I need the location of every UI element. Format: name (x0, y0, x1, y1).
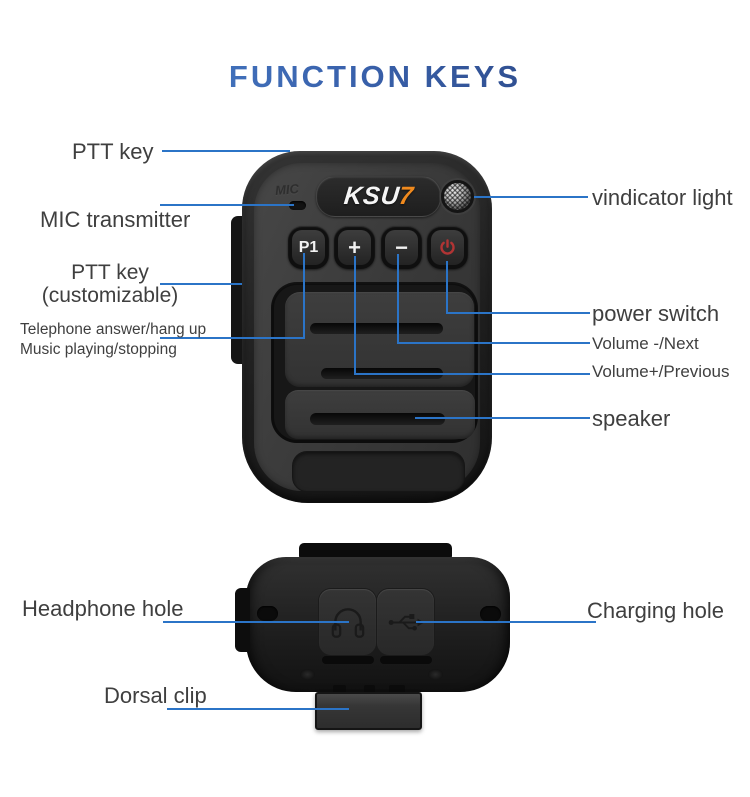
speaker-slot-3 (310, 413, 445, 425)
label-dorsal-clip: Dorsal clip (104, 683, 207, 708)
clip-mount-tab (333, 685, 346, 694)
leader-volminus-h (397, 342, 590, 344)
p1-button-label: P1 (292, 230, 325, 265)
speaker-slot-1 (310, 323, 443, 334)
leader-power-h (446, 312, 590, 314)
leader-telephone-v (303, 253, 305, 339)
label-volume-plus: Volume+/Previous (592, 362, 730, 381)
leader-vindicator (474, 196, 588, 198)
leader-power-v (446, 261, 448, 314)
mic-hole (289, 201, 306, 210)
bottom-view-back-edge (299, 543, 452, 561)
page-title: FUNCTION KEYS (0, 59, 750, 95)
indicator-light (441, 180, 474, 213)
label-music-line: Music playing/stopping (20, 340, 177, 358)
leader-volminus-v (397, 254, 399, 344)
leader-dorsal (167, 708, 349, 710)
dorsal-clip (315, 692, 422, 730)
clip-mount-tab (389, 685, 405, 694)
label-telephone-music: Telephone answer/hang up Music playing/s… (20, 320, 206, 360)
front-bottom-cap (292, 451, 465, 492)
usb-port-slot (380, 656, 432, 664)
headphone-icon (329, 605, 367, 639)
bottom-screw-right (428, 669, 443, 680)
leader-headphone (163, 621, 349, 623)
leader-volplus-h (354, 373, 590, 375)
leader-speaker (415, 417, 590, 419)
volume-down-button-label: − (385, 230, 418, 265)
label-telephone-line: Telephone answer/hang up (20, 321, 207, 338)
power-icon (431, 230, 464, 265)
label-power-switch: power switch (592, 301, 720, 326)
leader-volplus-v (354, 256, 356, 375)
bottom-notch-right (480, 606, 501, 622)
clip-mount-tab (364, 685, 375, 694)
leader-ptt-customizable (160, 283, 242, 285)
label-speaker: speaker (592, 406, 671, 431)
label-mic-transmitter: MIC transmitter (40, 207, 191, 232)
mic-emboss-text: MIC (274, 180, 300, 199)
label-headphone-hole: Headphone hole (22, 596, 184, 621)
leader-ptt-key (162, 150, 290, 152)
leader-charging (416, 621, 596, 623)
p1-button: P1 (288, 226, 329, 269)
brand-logo-text: KSU (342, 182, 401, 210)
label-vindicator-light: vindicator light (592, 185, 733, 210)
bottom-notch-left (257, 606, 278, 621)
label-ptt-customizable-line1: PTT key (71, 261, 149, 284)
leader-telephone-h (160, 337, 305, 339)
label-ptt-customizable-line2: (customizable) (41, 284, 179, 308)
label-charging-hole: Charging hole (587, 598, 724, 623)
volume-down-button: − (381, 226, 422, 269)
headphone-port-slot (322, 656, 374, 664)
brand-logo-accent: 7 (398, 182, 415, 210)
label-ptt-customizable: PTT key (customizable) (28, 261, 192, 307)
leader-mic-transmitter (160, 204, 294, 206)
label-ptt-key: PTT key (72, 139, 154, 164)
usb-icon (386, 611, 426, 634)
label-volume-minus: Volume -/Next (592, 334, 699, 353)
bottom-side-ptt-end (235, 588, 250, 652)
bottom-screw-left (300, 669, 315, 680)
